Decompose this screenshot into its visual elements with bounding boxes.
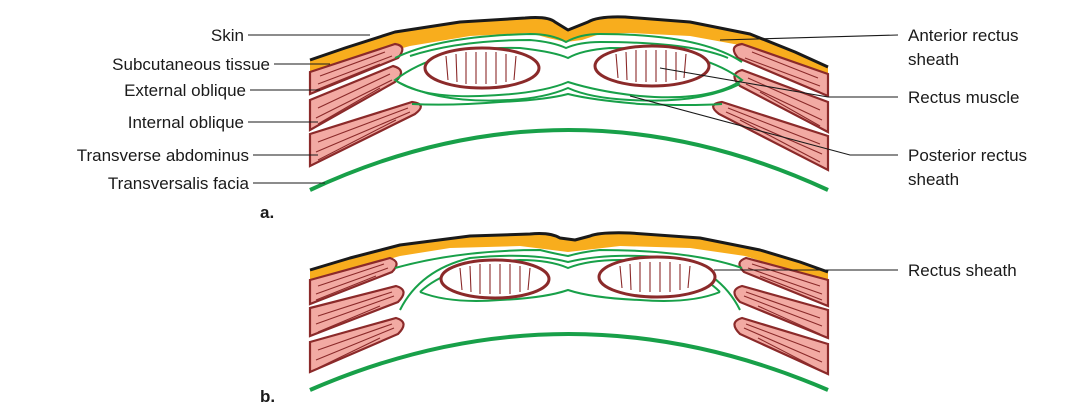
- rectus-muscle-left-b: [441, 260, 549, 298]
- rectus-muscle-right-b: [599, 257, 715, 297]
- panel-a: [310, 17, 828, 190]
- rectus-muscle-right-a: [595, 46, 709, 86]
- rectus-muscle-left-a: [425, 48, 539, 88]
- lateral-muscles-right-b: [734, 258, 828, 374]
- label-rectus-sheath: Rectus sheath: [908, 261, 1017, 280]
- label-rectus-muscle: Rectus muscle: [908, 88, 1019, 107]
- label-internal-oblique: Internal oblique: [128, 113, 244, 132]
- label-posterior-rectus-sheath-line2: sheath: [908, 170, 959, 189]
- label-anterior-rectus-sheath-line2: sheath: [908, 50, 959, 69]
- transversalis-fascia-b: [310, 334, 828, 390]
- label-transverse-abdominus: Transverse abdominus: [77, 146, 249, 165]
- label-posterior-rectus-sheath-line1: Posterior rectus: [908, 146, 1027, 165]
- label-external-oblique: External oblique: [124, 81, 246, 100]
- label-anterior-rectus-sheath-line1: Anterior rectus: [908, 26, 1019, 45]
- label-skin: Skin: [211, 26, 244, 45]
- transversalis-fascia-a: [310, 130, 828, 190]
- label-subcutaneous-tissue: Subcutaneous tissue: [112, 55, 270, 74]
- panel-label-a: a.: [260, 203, 274, 222]
- panel-label-b: b.: [260, 387, 275, 405]
- lateral-muscles-left-b: [310, 258, 404, 372]
- label-transversalis-facia: Transversalis facia: [108, 174, 250, 193]
- panel-b: [310, 233, 828, 390]
